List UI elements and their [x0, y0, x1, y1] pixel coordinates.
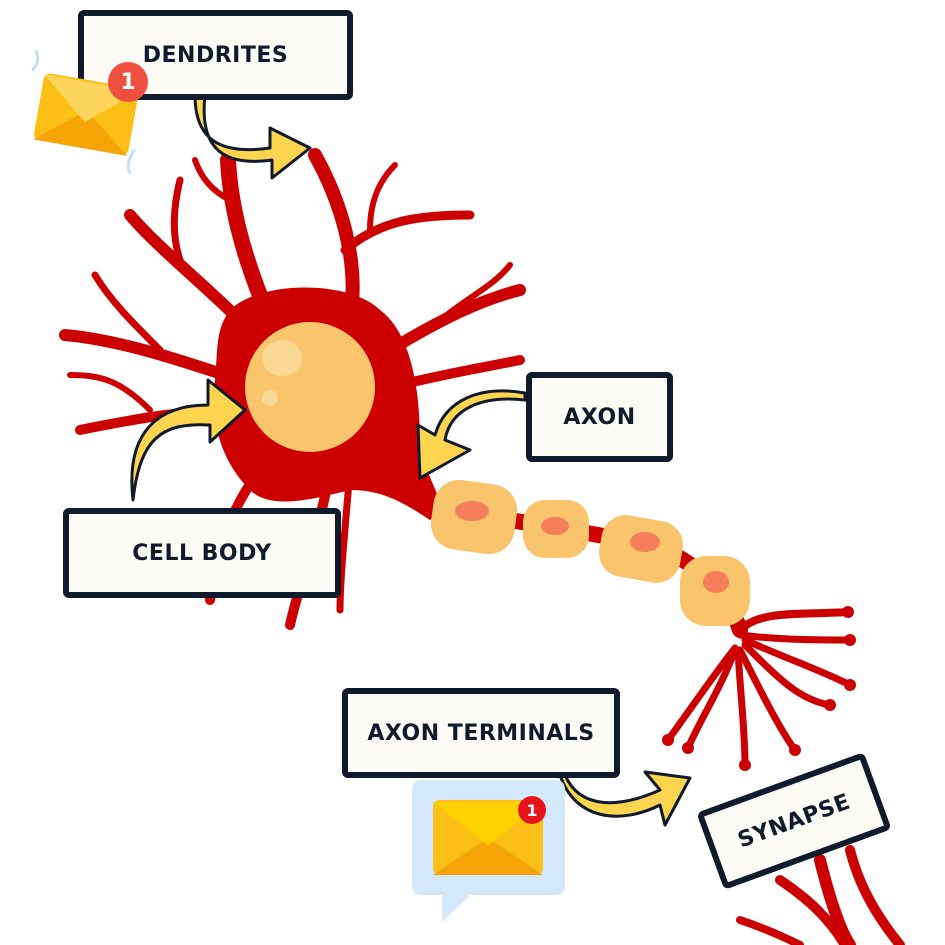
axon-arrow	[416, 389, 527, 480]
cell-body-label: CELL BODY	[63, 508, 341, 598]
top-mail-badge: 1	[108, 62, 148, 102]
axon-terminal-branches	[664, 608, 905, 945]
axon-terminals-arrow	[558, 770, 692, 827]
cell-body	[245, 322, 375, 452]
dendrites-arrow	[193, 93, 312, 180]
myelin-sheaths	[430, 479, 750, 626]
terminal-dots	[662, 606, 856, 771]
cell-body-arrow	[130, 378, 247, 502]
dendrites-label: DENDRITES	[78, 10, 353, 100]
arrows	[130, 93, 692, 827]
axon-label: AXON	[526, 372, 673, 462]
axon-terminals-label: AXON TERMINALS	[342, 688, 620, 778]
bubble-mail-badge: 1	[518, 796, 546, 824]
